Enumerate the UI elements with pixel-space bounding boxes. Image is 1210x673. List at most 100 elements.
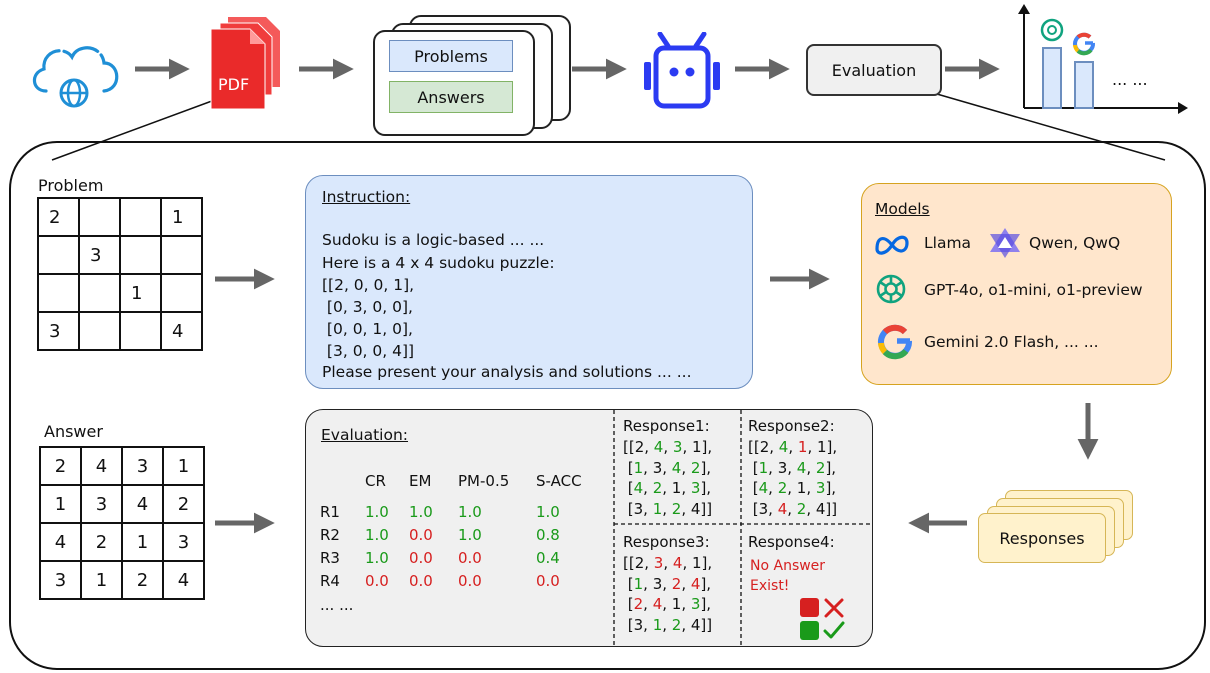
result-legend bbox=[800, 598, 845, 640]
response4-message: No Answer bbox=[750, 558, 826, 574]
google-logo-icon bbox=[1073, 32, 1096, 56]
evaluation-row-label: R1 bbox=[320, 503, 340, 521]
answers-box: Answers bbox=[389, 81, 513, 113]
grid-cell: 4 bbox=[160, 311, 203, 351]
grid-cell: 4 bbox=[121, 484, 164, 524]
responses-card-front: Responses bbox=[978, 513, 1106, 563]
response3-matrix: [[2, 3, 4, 1], [1, 3, 2, 4], [2, 4, 1, 3… bbox=[623, 554, 713, 634]
chart-bar-2 bbox=[1074, 61, 1094, 109]
evaluation-row-label: R4 bbox=[320, 572, 340, 590]
evaluation-score: 1.0 bbox=[458, 503, 482, 521]
grid-row: 1 bbox=[37, 273, 203, 313]
grid-cell: 1 bbox=[160, 197, 203, 237]
grid-cell: 1 bbox=[162, 446, 205, 486]
grid-cell: 2 bbox=[162, 484, 205, 524]
evaluation-score: 0.0 bbox=[458, 549, 482, 567]
grid-cell bbox=[160, 235, 203, 275]
zoom-line-right bbox=[929, 91, 1166, 161]
evaluation-score: 0.0 bbox=[365, 572, 389, 590]
grid-cell bbox=[119, 197, 162, 237]
evaluation-score: 1.0 bbox=[536, 503, 560, 521]
robot-icon bbox=[644, 32, 720, 109]
grid-cell: 3 bbox=[121, 446, 164, 486]
metric-header: EM bbox=[409, 472, 432, 490]
detail-frame bbox=[9, 141, 1206, 670]
red-square-icon bbox=[800, 598, 819, 617]
grid-cell: 3 bbox=[162, 522, 205, 562]
response3-title: Response3: bbox=[623, 533, 710, 551]
grid-cell: 2 bbox=[37, 197, 80, 237]
metric-header: S-ACC bbox=[536, 472, 582, 490]
grid-cell: 2 bbox=[121, 560, 164, 600]
evaluation-row-label: R2 bbox=[320, 526, 340, 544]
response1-title: Response1: bbox=[623, 417, 710, 435]
zoom-line-left bbox=[51, 97, 221, 161]
green-square-icon bbox=[800, 621, 819, 640]
instruction-title: Instruction: bbox=[322, 188, 411, 206]
grid-cell bbox=[37, 273, 80, 313]
evaluation-title: Evaluation: bbox=[321, 426, 409, 444]
pdf-label: PDF bbox=[218, 75, 250, 94]
response4-message: Exist! bbox=[750, 578, 790, 594]
meta-logo-icon bbox=[875, 235, 909, 255]
evaluation-score: 0.0 bbox=[409, 572, 433, 590]
evaluation-score: 0.8 bbox=[536, 526, 560, 544]
openai-logo-icon bbox=[876, 274, 906, 304]
grid-cell bbox=[119, 311, 162, 351]
instruction-box: Instruction: Sudoku is a logic-based ...… bbox=[305, 175, 753, 389]
model-llama: Llama bbox=[924, 234, 972, 252]
metric-header: CR bbox=[365, 472, 386, 490]
model-gpt: GPT-4o, o1-mini, o1-preview bbox=[924, 281, 1143, 299]
evaluation-step: Evaluation bbox=[806, 44, 942, 96]
evaluation-score: 1.0 bbox=[365, 549, 389, 567]
grid-cell bbox=[160, 273, 203, 313]
grid-cell bbox=[78, 197, 121, 237]
cloud-globe-icon bbox=[32, 46, 119, 108]
grid-cell: 2 bbox=[39, 446, 82, 486]
metric-header: PM-0.5 bbox=[458, 472, 510, 490]
grid-cell: 3 bbox=[80, 484, 123, 524]
instruction-line: [[2, 0, 0, 1], bbox=[322, 276, 415, 294]
model-gemini: Gemini 2.0 Flash, ... ... bbox=[924, 333, 1099, 351]
model-qwen: Qwen, QwQ bbox=[1029, 234, 1121, 252]
evaluation-score: 1.0 bbox=[409, 503, 433, 521]
instruction-line: Here is a 4 x 4 sudoku puzzle: bbox=[322, 254, 555, 272]
openai-logo-icon bbox=[1040, 18, 1064, 42]
instruction-line: Please present your analysis and solutio… bbox=[322, 363, 692, 381]
evaluation-score: 0.0 bbox=[409, 549, 433, 567]
cross-icon bbox=[824, 598, 844, 618]
grid-cell bbox=[119, 235, 162, 275]
grid-cell: 4 bbox=[80, 446, 123, 486]
grid-cell: 4 bbox=[39, 522, 82, 562]
grid-cell bbox=[37, 235, 80, 275]
evaluation-score: 1.0 bbox=[365, 526, 389, 544]
instruction-line: [0, 3, 0, 0], bbox=[322, 298, 413, 316]
google-logo-icon bbox=[878, 324, 912, 360]
evaluation-score: 0.4 bbox=[536, 549, 560, 567]
problems-box: Problems bbox=[389, 40, 513, 72]
evaluation-score: 0.0 bbox=[409, 526, 433, 544]
chart-bar-1 bbox=[1042, 47, 1062, 109]
evaluation-score: 0.0 bbox=[536, 572, 560, 590]
evaluation-box: Evaluation: CR EM PM-0.5 S-ACC R1 1.0 1.0 1… bbox=[305, 409, 873, 647]
response-dividers bbox=[613, 410, 872, 646]
response2-title: Response2: bbox=[748, 417, 835, 435]
grid-cell bbox=[78, 273, 121, 313]
qwen-logo-icon bbox=[990, 228, 1020, 258]
grid-cell: 1 bbox=[121, 522, 164, 562]
chart-ellipsis: ... ... bbox=[1112, 70, 1148, 89]
evaluation-ellipsis: ... ... bbox=[320, 596, 354, 614]
instruction-line: [3, 0, 0, 4]] bbox=[322, 342, 415, 360]
grid-row: 3 bbox=[37, 235, 203, 275]
results-chart-icon bbox=[1018, 4, 1188, 114]
pdf-stack-icon: PDF bbox=[210, 17, 290, 112]
evaluation-score: 1.0 bbox=[365, 503, 389, 521]
